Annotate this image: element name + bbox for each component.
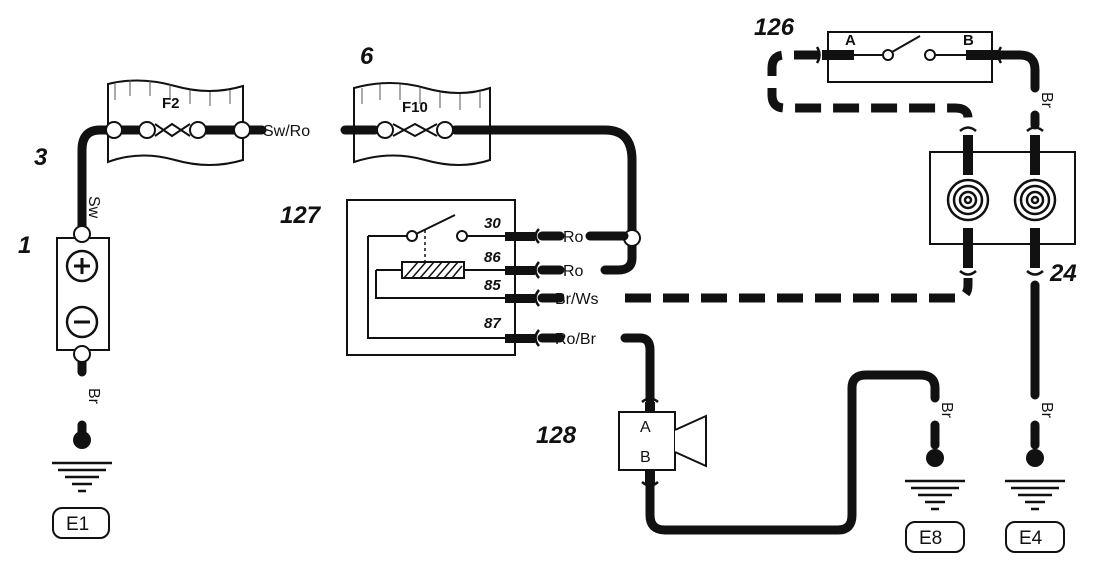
battery-number: 1 bbox=[18, 232, 31, 259]
fuse-holder-f10 bbox=[353, 82, 491, 166]
wire-label-br-battery: Br bbox=[85, 388, 102, 405]
ground-label-boxes bbox=[52, 507, 1065, 553]
clock-spring-24 bbox=[929, 135, 1076, 268]
horn-switch-terminal-b: B bbox=[963, 32, 974, 49]
wire-label-ro-30: Ro bbox=[563, 229, 584, 246]
wire-sw bbox=[77, 125, 117, 233]
fuse-f2-symbol bbox=[105, 121, 251, 139]
wire-label-br-126: Br bbox=[1038, 92, 1055, 109]
relay-pin-86: 86 bbox=[484, 249, 501, 266]
horn-switch-terminal-a: A bbox=[845, 32, 856, 49]
wire-label-br-e8: Br bbox=[938, 402, 955, 419]
relay-number: 127 bbox=[280, 202, 322, 229]
ground-label-e8: E8 bbox=[919, 528, 942, 549]
wire-label-sw-ro: Sw/Ro bbox=[263, 123, 310, 140]
connector-stubs bbox=[534, 46, 1044, 487]
horn-switch-number: 126 bbox=[754, 14, 795, 41]
ground-label-e1: E1 bbox=[66, 514, 89, 535]
fuse-holder-f2-number: 3 bbox=[34, 144, 48, 171]
relay-pin-87: 87 bbox=[484, 315, 501, 332]
fuse-f2-label: F2 bbox=[162, 95, 180, 112]
wire-126-a-dashed bbox=[767, 50, 973, 125]
wire-126-b-br bbox=[993, 50, 1040, 130]
wire-label-ro-86: Ro bbox=[563, 263, 584, 280]
ground-label-e4: E4 bbox=[1019, 528, 1043, 549]
wire-label-br-ws: Br/Ws bbox=[555, 291, 599, 308]
relay-127 bbox=[346, 199, 629, 356]
wire-label-sw: Sw bbox=[85, 196, 102, 219]
horn-number: 128 bbox=[536, 422, 577, 449]
fuse-holder-f10-number: 6 bbox=[360, 43, 374, 70]
wire-horn-b bbox=[645, 370, 940, 535]
wire-label-br-e4: Br bbox=[1038, 402, 1055, 419]
horn-switch-126 bbox=[822, 31, 998, 83]
battery bbox=[56, 225, 110, 363]
relay-pin-85: 85 bbox=[484, 277, 501, 294]
ground-symbol-e4 bbox=[1005, 449, 1065, 511]
clock-spring-number: 24 bbox=[1049, 260, 1077, 287]
fuse-f10-label: F10 bbox=[402, 99, 428, 116]
wire-ro-br bbox=[620, 333, 655, 405]
wire-f10-out bbox=[450, 125, 637, 235]
wire-label-ro-br: Ro/Br bbox=[555, 331, 597, 348]
relay-pin-30: 30 bbox=[484, 215, 501, 232]
fuse-f10-symbol bbox=[376, 121, 454, 139]
ground-symbol-e1 bbox=[52, 431, 112, 493]
horn-terminal-a: A bbox=[640, 419, 651, 436]
horn-128 bbox=[618, 402, 707, 485]
ground-symbol-e8 bbox=[905, 449, 965, 511]
horn-terminal-b: B bbox=[640, 449, 651, 466]
wire-br-ws-dashed bbox=[625, 278, 973, 303]
fuse-holder-f2 bbox=[107, 79, 244, 166]
wire-ro-86 bbox=[600, 240, 637, 275]
